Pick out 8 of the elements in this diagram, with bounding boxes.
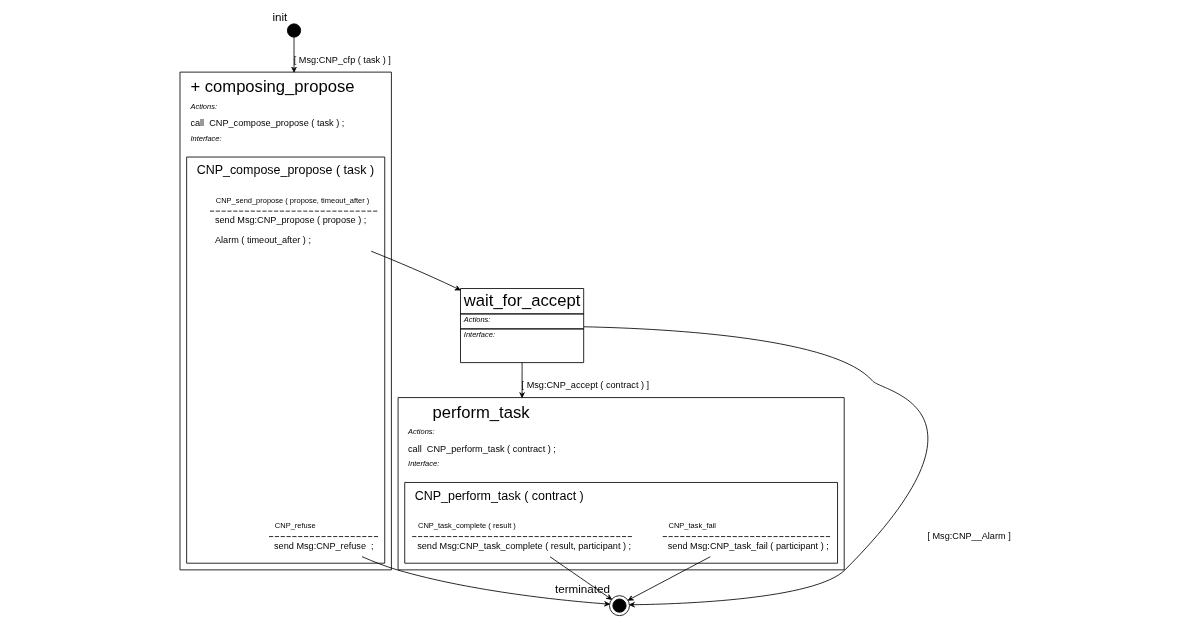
edge-label: [ Msg:CNP_cfp ( task ) ] [293, 54, 391, 65]
node-text: CNP_task_complete ( result ) send Msg:CNP_task_complete ( result, participant ) ; [417, 521, 632, 551]
edge-label: [ Msg:CNP__Alarm ] [927, 530, 1011, 541]
node-text: CNP_refuse send Msg:CNP_refuse ; [274, 521, 374, 551]
node-text: CNP_task_fail send Msg:CNP_task_fail ( participant ) ; [667, 521, 829, 551]
edge-label: [ Msg:CNP_accept ( contract ) ] [521, 380, 650, 391]
node-label: init [272, 9, 288, 23]
node-text: CNP_send_propose ( propose, timeout_after ) send Msg:CNP_propose ( propose ) ; Alarm ( timeout_after ) ; [214, 195, 370, 246]
